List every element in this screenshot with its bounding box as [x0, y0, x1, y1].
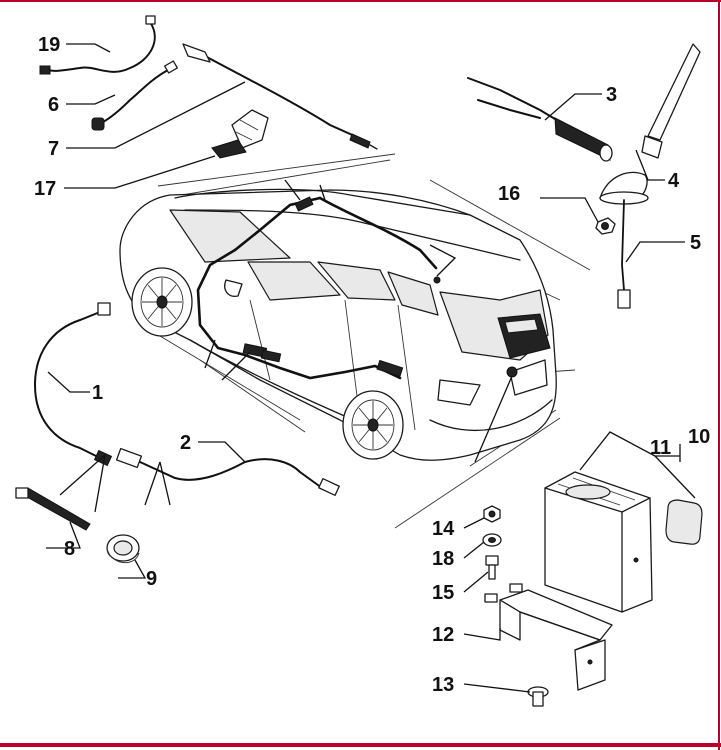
front-wheel — [131, 267, 193, 337]
vehicle-antenna-harness — [196, 196, 438, 380]
rear-wheel — [342, 390, 404, 460]
callout-12: 12 — [432, 624, 454, 646]
part-15-bolt — [485, 555, 499, 580]
callout-1: 1 — [92, 382, 103, 404]
callout-8: 8 — [64, 538, 75, 560]
part-9-grommet — [106, 534, 140, 563]
car-body — [119, 188, 557, 461]
callout-10: 10 — [688, 426, 710, 448]
leader-lines — [46, 43, 696, 693]
callout-5: 5 — [690, 232, 701, 254]
part-8-strap — [15, 487, 91, 531]
callouts: 19 6 7 17 3 4 16 5 1 2 8 9 11 10 14 18 1… — [34, 34, 710, 696]
part-1-cable — [33, 302, 113, 467]
part-5-antenna-base — [599, 171, 649, 309]
callout-9: 9 — [146, 568, 157, 590]
callout-3: 3 — [606, 84, 617, 106]
part-2-cable — [115, 447, 340, 496]
part-3-amplifier-cable — [467, 77, 613, 162]
callout-4: 4 — [668, 170, 680, 192]
part-7-cable — [182, 43, 378, 150]
part-6-cable — [91, 60, 178, 131]
part-14-nut — [483, 505, 501, 523]
amplifier-on-car — [497, 313, 551, 378]
part-10-radio-unit — [544, 471, 653, 613]
part-12-bracket — [484, 583, 613, 691]
callout-19: 19 — [38, 34, 60, 56]
callout-14: 14 — [432, 518, 455, 540]
callout-6: 6 — [48, 94, 59, 116]
callout-16: 16 — [498, 183, 520, 205]
callout-15: 15 — [432, 582, 454, 604]
callout-17: 17 — [34, 178, 56, 200]
part-19-cable — [39, 15, 156, 75]
part-16-nut — [595, 217, 616, 235]
callout-18: 18 — [432, 548, 454, 570]
part-13-screw — [527, 686, 549, 707]
part-4-antenna-mast — [641, 43, 701, 159]
part-11-pad — [665, 499, 703, 545]
part-18-washer — [482, 533, 502, 547]
callout-13: 13 — [432, 674, 454, 696]
part-17-clip — [211, 109, 269, 159]
callout-2: 2 — [180, 432, 191, 454]
callout-11: 11 — [650, 437, 671, 459]
callout-7: 7 — [48, 138, 59, 160]
